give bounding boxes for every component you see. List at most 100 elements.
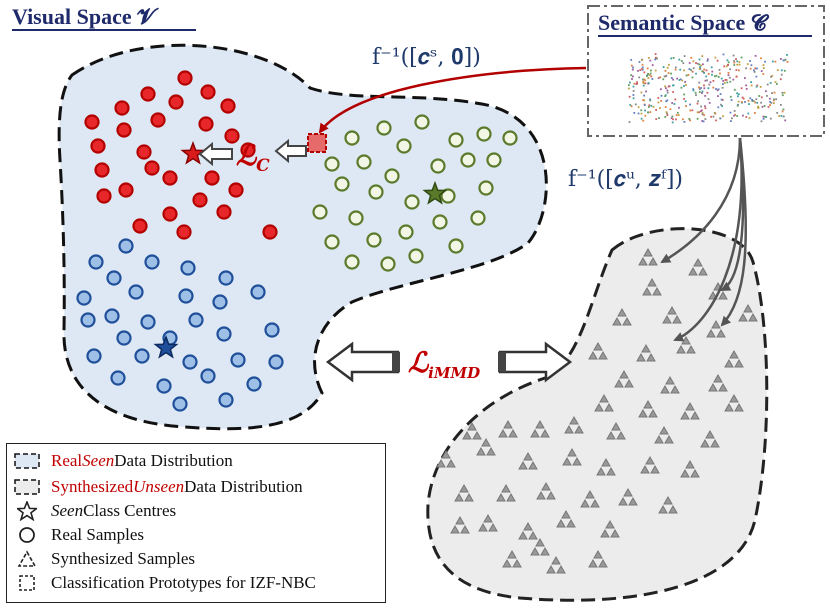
blue-real-sample [264, 322, 280, 338]
blue-real-sample [80, 312, 96, 328]
legend-class-centres-suffix: Class Centres [83, 501, 177, 520]
green-real-sample [384, 168, 400, 184]
synthesized-sample [662, 305, 682, 324]
blue-real-sample [218, 270, 234, 286]
blue-real-sample [180, 260, 196, 276]
legend-real-seen-prefix: Real [51, 451, 83, 470]
red-real-sample [144, 160, 160, 176]
legend-real-seen-suffix: Data Distribution [114, 451, 233, 470]
semantic-embedding-scatter [628, 53, 789, 124]
green-real-sample [344, 130, 360, 146]
legend-prototypes: Classification Prototypes for IZF-NBC [13, 572, 316, 594]
synthesized-sample [638, 247, 658, 266]
synthesized-sample [724, 393, 744, 412]
red-real-sample [204, 170, 220, 186]
synthesized-sample [596, 457, 616, 476]
seen-mapping-equation: f⁻¹([𝒄ˢ, 𝟎]) [372, 45, 481, 70]
green-class-samples [312, 114, 518, 272]
legend-real-seen: Real Seen Data Distribution [13, 450, 233, 472]
red-real-sample [216, 204, 232, 220]
synthesized-sample [478, 513, 498, 532]
blue-real-sample [86, 348, 102, 364]
seen-mapping-arrow [318, 66, 587, 134]
hollow-arrow-left-2 [274, 138, 307, 164]
blue-class-centre-star [153, 334, 179, 359]
blue-real-sample [110, 370, 126, 386]
green-real-sample [432, 214, 448, 230]
blue-real-sample [116, 330, 132, 346]
legend-real-samples: Real Samples [13, 524, 144, 546]
synthesized-sample [536, 481, 556, 500]
visual-space-title: Visual Space 𝓥 [12, 4, 159, 29]
synthesized-sample [450, 515, 470, 534]
blue-real-sample [134, 348, 150, 364]
red-real-sample [114, 100, 130, 116]
red-real-sample [192, 192, 208, 208]
blue-real-sample [128, 284, 144, 300]
synthesized-sample [614, 369, 634, 388]
blue-real-sample [218, 392, 234, 408]
synthesized-sample [658, 495, 678, 514]
class-centres [153, 140, 448, 359]
legend-synth-samples: Synthesized Samples [13, 548, 195, 570]
green-real-sample [380, 256, 396, 272]
green-real-sample [414, 114, 430, 130]
green-real-sample [376, 120, 392, 136]
synthesized-sample [436, 449, 456, 468]
blue-real-sample [250, 284, 266, 300]
synthesized-sample [660, 375, 680, 394]
blue-real-sample [106, 270, 122, 286]
blue-real-sample [188, 312, 204, 328]
red-real-sample [150, 112, 166, 128]
synthesized-sample [688, 257, 708, 276]
blue-real-sample [104, 308, 120, 324]
synthesized-sample [462, 421, 482, 440]
red-real-sample [136, 144, 152, 160]
star-icon [13, 500, 41, 522]
blue-real-sample [118, 238, 134, 254]
legend-real-seen-em: Seen [82, 451, 115, 470]
red-real-sample [94, 162, 110, 178]
synthesized-sample [738, 303, 758, 322]
synthesized-sample [588, 549, 608, 568]
dashed-square-icon [13, 572, 41, 594]
loss-immd-arrows [325, 341, 573, 383]
red-real-sample [228, 182, 244, 198]
synthesized-sample [618, 487, 638, 506]
synthesized-sample [502, 549, 522, 568]
legend-class-centres: Seen Class Centres [13, 500, 176, 522]
semantic-space-title: Semantic Space 𝓒 [598, 10, 770, 35]
loss-c-label: ℒC [236, 139, 270, 176]
synthesized-sample [638, 399, 658, 418]
synthesized-sample [518, 521, 538, 540]
legend-real-samples-label: Real Samples [51, 525, 145, 544]
legend-prototypes-label: Classification Prototypes for IZF-NBC [51, 573, 316, 592]
red-real-sample [84, 114, 100, 130]
synthesized-sample [454, 483, 474, 502]
green-real-sample [448, 132, 464, 148]
synthesized-space-region [426, 227, 769, 602]
synthesized-sample [654, 425, 674, 444]
synthesized-sample [706, 319, 726, 338]
synthesized-sample [680, 401, 700, 420]
blue-real-sample [246, 376, 262, 392]
blue-real-sample [144, 254, 160, 270]
green-real-sample [502, 130, 518, 146]
triangle-icon [13, 548, 41, 570]
green-real-sample [356, 154, 372, 170]
green-real-sample [404, 194, 420, 210]
loss-immd-label: ℒiMMD [408, 346, 480, 382]
red-real-sample [198, 116, 214, 132]
red-real-sample [162, 206, 178, 222]
unseen-mapping-equation: f⁻¹([𝒄ᵘ, 𝒛ᶠ]) [568, 167, 683, 192]
green-real-sample [312, 204, 328, 220]
red-real-sample [116, 122, 132, 138]
green-real-sample [476, 126, 492, 142]
green-real-sample [486, 152, 502, 168]
red-real-sample [118, 182, 134, 198]
green-real-sample [478, 180, 494, 196]
blue-real-sample [140, 314, 156, 330]
red-real-sample [96, 188, 112, 204]
green-real-sample [324, 234, 340, 250]
